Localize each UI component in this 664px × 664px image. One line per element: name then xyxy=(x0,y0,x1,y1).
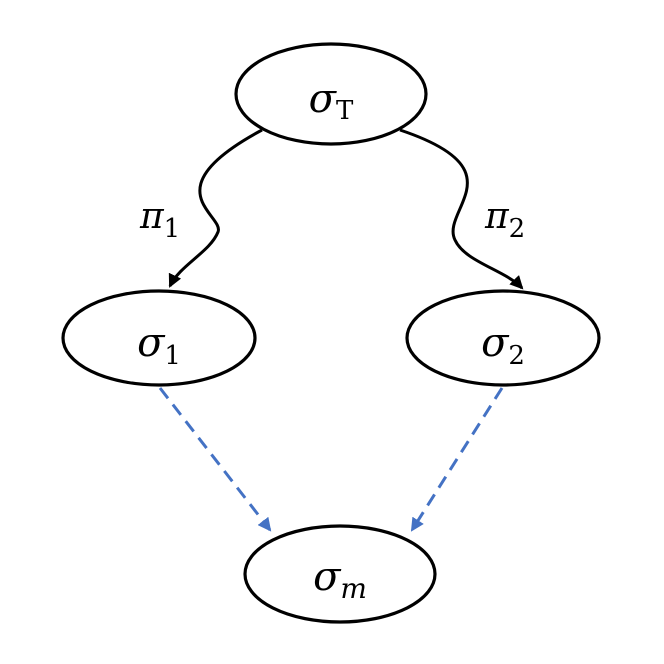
edge-label-left: π1 xyxy=(139,196,180,244)
node-top: σT xyxy=(234,42,428,146)
edge-left-to-merge xyxy=(158,387,272,532)
edge-right-to-merge xyxy=(410,387,504,532)
node-merge: σm xyxy=(243,524,437,624)
svg-text:σ2: σ2 xyxy=(481,320,525,371)
svg-text:σT: σT xyxy=(309,76,354,126)
edge-top-to-right xyxy=(399,128,524,290)
svg-text:σ1: σ1 xyxy=(137,320,181,371)
svg-text:σm: σm xyxy=(313,554,367,605)
edge-top-to-left xyxy=(168,128,263,288)
edge-label-right: π2 xyxy=(484,196,525,244)
node-right: σ2 xyxy=(405,289,601,387)
node-left: σ1 xyxy=(61,289,257,387)
